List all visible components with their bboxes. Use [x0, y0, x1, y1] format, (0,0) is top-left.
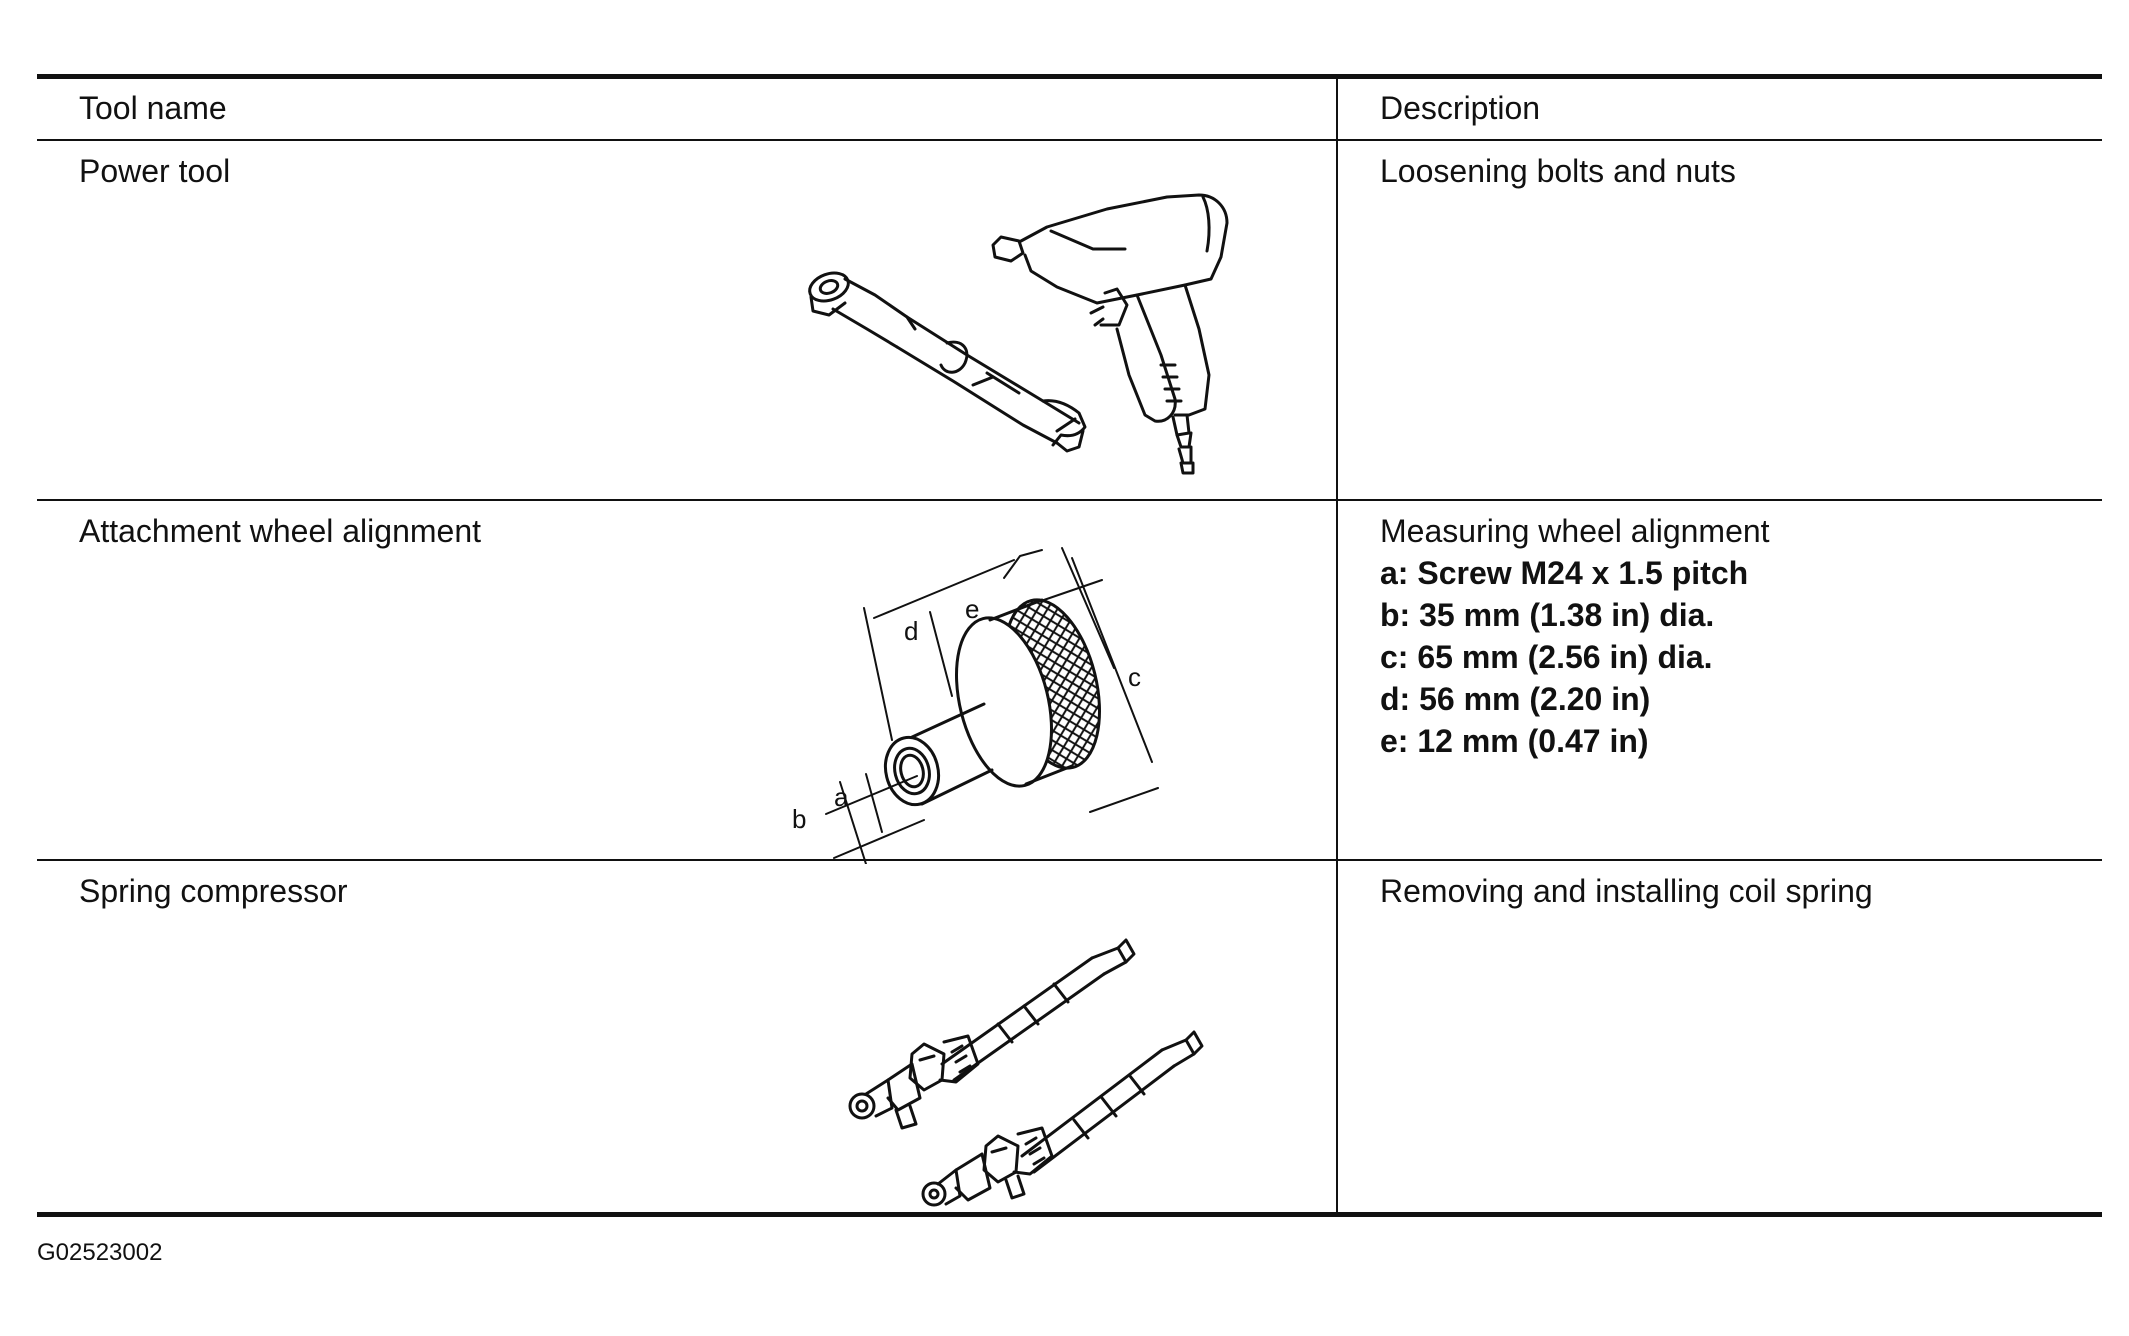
spec-b: b: 35 mm (1.38 in) dia.	[1380, 597, 1715, 633]
tool-name-cell: Spring compressor	[79, 873, 348, 909]
row-divider	[37, 499, 2102, 501]
tool-name-cell: Attachment wheel alignment	[79, 513, 481, 549]
dimension-label-e: e	[965, 594, 980, 624]
description-cell: Measuring wheel alignment	[1380, 513, 1770, 549]
spec-d: d: 56 mm (2.20 in)	[1380, 681, 1651, 717]
spec-e: e: 12 mm (0.47 in)	[1380, 723, 1649, 759]
spec-c: c: 65 mm (2.56 in) dia.	[1380, 639, 1713, 675]
row-divider	[37, 859, 2102, 861]
header-tool-name: Tool name	[79, 90, 227, 126]
tool-name-cell: Power tool	[79, 153, 231, 189]
special-tools-table: Tool name Description Power tool Looseni…	[37, 74, 2102, 1218]
table-bottom-rule	[37, 1212, 2102, 1217]
coil-spring-compressor-icon	[792, 884, 1212, 1214]
header-description: Description	[1380, 90, 1541, 126]
dimension-label-d: d	[904, 616, 919, 646]
header-rule	[37, 139, 2102, 141]
table-top-rule	[37, 74, 2102, 79]
pneumatic-ratchet-and-impact-wrench-icon	[757, 179, 1277, 479]
figure-id: G02523002	[37, 1239, 163, 1266]
dimension-label-a: a	[834, 782, 849, 812]
description-cell: Loosening bolts and nuts	[1380, 153, 1736, 189]
spec-a: a: Screw M24 x 1.5 pitch	[1380, 555, 1749, 591]
description-cell: Removing and installing coil spring	[1380, 873, 1873, 909]
dimension-label-b: b	[792, 804, 807, 834]
column-divider	[1336, 78, 1338, 1214]
alignment-attachment-icon: d e c a b	[742, 514, 1172, 864]
dimension-label-c: c	[1128, 662, 1141, 692]
dimension-spec-list: a: Screw M24 x 1.5 pitch b: 35 mm (1.38 …	[1380, 552, 1748, 762]
